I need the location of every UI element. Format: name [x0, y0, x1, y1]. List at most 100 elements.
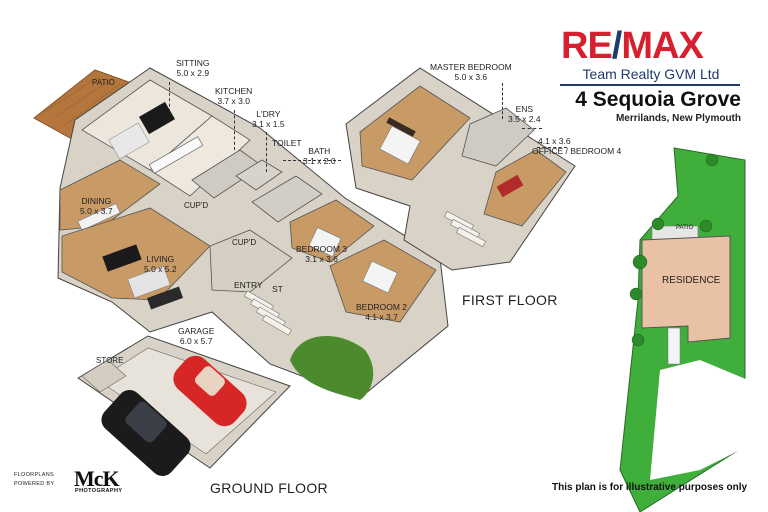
remax-logo: RE/MAX — [561, 25, 741, 67]
office-name: OFFICE / BEDROOM 4 — [532, 146, 622, 156]
living-label: LIVING 5.0 x 5.2 — [144, 254, 177, 274]
office-size: 4.1 x 3.6 — [538, 136, 571, 146]
cupboard-1-label: CUP'D — [184, 201, 209, 210]
master-bed — [379, 125, 421, 165]
property-suburb: Merrilands, New Plymouth — [615, 113, 741, 124]
credit-line-2: POWERED BY — [14, 481, 55, 487]
office-label: 4.1 x 3.6 OFFICE / BEDROOM 4 — [532, 136, 621, 156]
laundry-name: L'DRY — [256, 109, 281, 119]
dining-table — [77, 203, 121, 231]
sitting-rug — [108, 122, 150, 160]
entry-floor — [209, 229, 293, 293]
sitting-leader-line — [169, 82, 170, 112]
master-bedroom-floor — [359, 85, 471, 181]
office-floor — [483, 149, 567, 227]
laundry-leader-line — [266, 132, 267, 172]
toilet-label: TOILET — [272, 138, 302, 148]
master-bedroom-size: 5.0 x 3.6 — [454, 72, 488, 82]
entry-label: ENTRY — [234, 280, 263, 290]
kitchen-floor — [149, 115, 251, 197]
red-car — [173, 355, 247, 427]
logo-re: RE — [561, 25, 613, 67]
cupboard-2-label: CUP'D — [232, 238, 257, 247]
bath-leader-line — [283, 160, 341, 161]
bedroom-2-name: BEDROOM 2 — [356, 302, 408, 312]
ensuite-leader-h — [522, 128, 542, 129]
laundry-size: 3.1 x 1.5 — [252, 119, 285, 129]
dining-size: 5.0 x 3.7 — [80, 206, 113, 216]
dining-label: DINING 5.0 x 3.7 — [80, 196, 113, 216]
site-residence — [641, 235, 731, 343]
garden-shrubs — [290, 336, 374, 400]
ensuite-label: ENS 3.5 x 2.4 — [508, 104, 541, 124]
store-label: STORE — [96, 356, 124, 365]
credit-line-1: FLOORPLANS — [14, 472, 54, 478]
property-address: 4 Sequoia Grove — [575, 88, 741, 111]
office-leader-h — [537, 147, 567, 148]
sitting-sofa — [139, 101, 175, 135]
black-car — [101, 390, 191, 476]
office-desk — [496, 174, 524, 198]
kitchen-name: KITCHEN — [215, 86, 253, 96]
bath-name: BATH — [308, 146, 331, 156]
sitting-label: SITTING 5.0 x 2.9 — [176, 58, 210, 78]
bedroom-3-size: 3.1 x 3.6 — [305, 254, 338, 264]
site-driveway — [650, 360, 748, 480]
logo-max: MAX — [621, 25, 703, 67]
kitchen-label: KITCHEN 3.7 x 3.0 — [215, 86, 252, 106]
living-name: LIVING — [146, 254, 175, 264]
patio-label: PATIO — [92, 78, 115, 87]
ground-floor-label: GROUND FLOOR — [210, 480, 328, 496]
kitchen-size: 3.7 x 3.0 — [217, 96, 250, 106]
dining-name: DINING — [81, 196, 112, 206]
toilet-floor — [235, 159, 283, 191]
master-bed-head — [386, 117, 416, 137]
master-bedroom-name: MASTER BEDROOM — [430, 62, 512, 72]
mck-logo: McK — [74, 466, 120, 491]
master-bedroom-label: MASTER BEDROOM 5.0 x 3.6 — [430, 62, 512, 82]
living-size: 5.0 x 5.2 — [144, 264, 177, 274]
living-sofa-1 — [102, 244, 142, 272]
garage-label: GARAGE 6.0 x 5.7 — [178, 326, 214, 346]
title-divider — [560, 84, 740, 86]
ensuite-leader-line — [502, 83, 503, 119]
bedroom-2-label: BEDROOM 2 4.1 x 3.7 — [356, 302, 407, 322]
bath-label: BATH 3.1 x 2.0 — [303, 146, 336, 166]
garage-name: GARAGE — [178, 326, 215, 336]
bedroom-2-bed — [362, 260, 398, 294]
bath-size: 3.1 x 2.0 — [303, 156, 336, 166]
credit-photography: PHOTOGRAPHY — [75, 488, 123, 494]
brand-subtitle: Team Realty GVM Ltd — [582, 66, 720, 82]
store-floor — [81, 359, 127, 393]
kitchen-bench — [148, 136, 204, 174]
bedroom-2-size: 4.1 x 3.7 — [365, 312, 398, 322]
living-rug — [127, 265, 171, 299]
living-sofa-2 — [146, 286, 184, 310]
sitting-name: SITTING — [176, 58, 210, 68]
laundry-label: L'DRY 3.1 x 1.5 — [252, 109, 285, 129]
ground-floor-plan — [33, 67, 449, 476]
site-path — [667, 327, 681, 365]
garage-size: 6.0 x 5.7 — [179, 336, 213, 346]
bath-floor — [251, 175, 323, 223]
ensuite-name: ENS — [515, 104, 534, 114]
photography-credit: FLOORPLANS POWERED BY McK PHOTOGRAPHY — [14, 466, 138, 498]
kitchen-leader-line — [234, 110, 235, 150]
site-residence-label: RESIDENCE — [662, 275, 721, 286]
dining-floor — [59, 159, 161, 231]
logo-slash: / — [611, 25, 623, 67]
disclaimer-text: This plan is for illustrative purposes o… — [552, 482, 748, 493]
bedroom-3-bed — [308, 227, 342, 257]
site-plan — [619, 147, 748, 512]
ensuite-size: 3.5 x 2.4 — [508, 114, 541, 124]
first-floor-label: FIRST FLOOR — [462, 292, 558, 308]
storage-label: ST — [272, 284, 283, 294]
bedroom-3-label: BEDROOM 3 3.1 x 3.6 — [296, 244, 347, 264]
bedroom-3-name: BEDROOM 3 — [296, 244, 348, 254]
sitting-size: 5.0 x 2.9 — [176, 68, 210, 78]
first-floor-plan — [345, 67, 576, 271]
ensuite-floor — [461, 107, 535, 167]
site-patio-label: PATIO — [676, 225, 694, 231]
